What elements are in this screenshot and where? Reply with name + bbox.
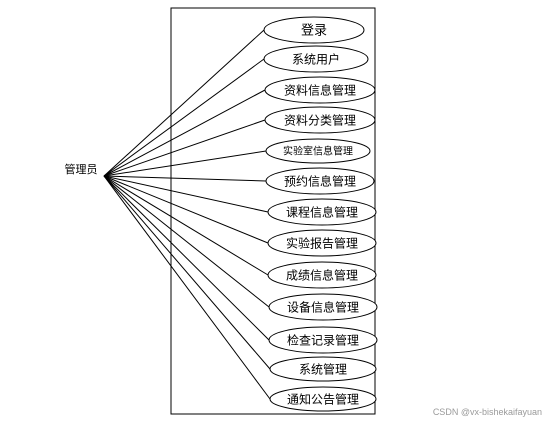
use-case: 实验室信息管理	[265, 138, 371, 164]
watermark: CSDN @vx-bishekaifayuan	[432, 407, 542, 417]
use-case-label: 系统用户	[292, 51, 340, 66]
use-case-label: 实验室信息管理	[283, 145, 353, 158]
use-case-label: 登录	[301, 24, 327, 39]
use-case-ellipse	[265, 138, 371, 164]
use-case-label: 课程信息管理	[286, 204, 358, 219]
association-line	[103, 175, 270, 308]
use-case-ellipse	[268, 293, 378, 321]
association-line	[103, 175, 271, 400]
use-case-ellipse	[264, 76, 376, 104]
use-case-label: 实验报告管理	[286, 235, 358, 250]
use-case: 检查记录管理	[268, 326, 378, 354]
association-line	[103, 119, 266, 177]
association-lines	[103, 29, 271, 400]
use-case: 设备信息管理	[268, 293, 378, 321]
association-line	[103, 150, 267, 177]
use-case: 系统用户	[263, 45, 369, 73]
use-case: 系统管理	[269, 356, 377, 382]
association-line	[103, 175, 270, 341]
use-case-group: 登录系统用户资料信息管理资料分类管理实验室信息管理预约信息管理课程信息管理实验报…	[263, 16, 378, 412]
association-line	[103, 175, 267, 182]
association-line	[103, 175, 271, 370]
use-case-label: 预约信息管理	[284, 173, 356, 188]
association-line	[103, 29, 265, 177]
use-case-ellipse	[269, 386, 377, 412]
use-case-ellipse	[263, 16, 365, 44]
use-case-label: 系统管理	[299, 361, 347, 376]
use-case: 资料信息管理	[264, 76, 376, 104]
use-case: 通知公告管理	[269, 386, 377, 412]
use-case-label: 成绩信息管理	[286, 267, 358, 282]
use-case-label: 资料分类管理	[284, 112, 356, 127]
use-case-ellipse	[269, 356, 377, 382]
actor-label: 管理员	[65, 162, 98, 176]
use-case-ellipse	[268, 326, 378, 354]
use-case: 成绩信息管理	[267, 261, 377, 289]
use-case: 课程信息管理	[267, 198, 377, 226]
association-line	[103, 89, 266, 177]
use-case-ellipse	[265, 167, 375, 195]
use-case-ellipse	[267, 198, 377, 226]
use-case-label: 通知公告管理	[287, 391, 359, 406]
use-case-label: 资料信息管理	[284, 82, 356, 97]
use-case: 资料分类管理	[264, 106, 376, 134]
use-case-ellipse	[263, 45, 369, 73]
use-case: 实验报告管理	[267, 229, 377, 257]
association-line	[103, 175, 269, 213]
association-line	[103, 58, 265, 177]
use-case-ellipse	[264, 106, 376, 134]
use-case: 预约信息管理	[265, 167, 375, 195]
association-line	[103, 175, 269, 244]
use-case-label: 检查记录管理	[287, 332, 359, 347]
use-case-label: 设备信息管理	[287, 299, 359, 314]
use-case: 登录	[263, 16, 365, 44]
use-case-ellipse	[267, 229, 377, 257]
use-case-ellipse	[267, 261, 377, 289]
association-line	[103, 175, 269, 276]
